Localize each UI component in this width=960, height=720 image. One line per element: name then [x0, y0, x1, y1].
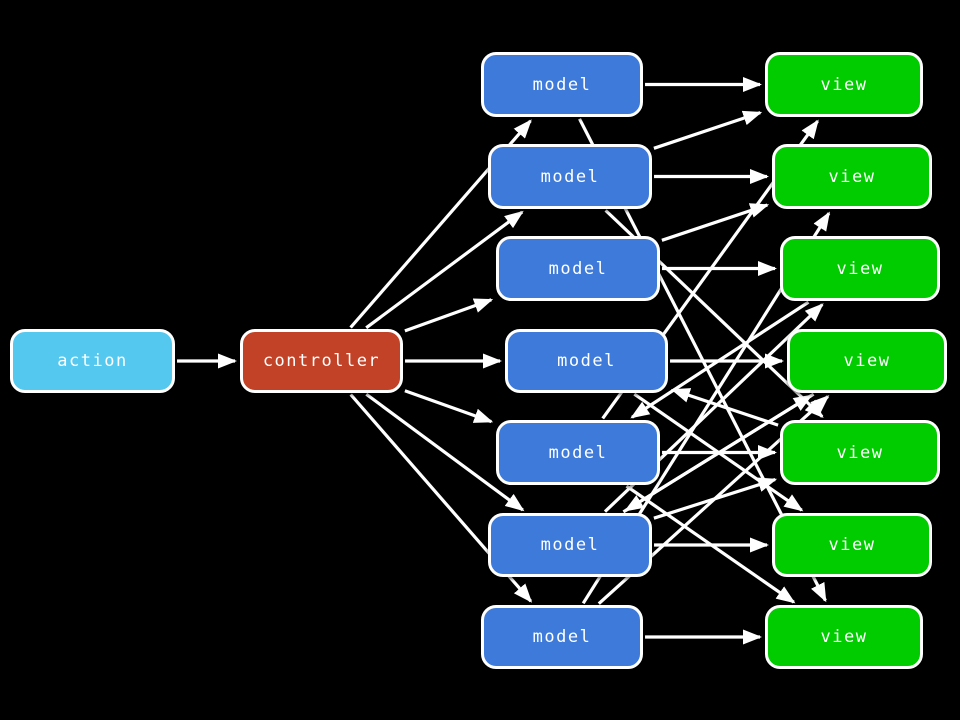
action-node-action: action [10, 329, 175, 393]
model-node-m5: model [496, 420, 660, 485]
arrow-controller-to-m6 [365, 392, 525, 512]
view-node-v4: view [787, 329, 947, 393]
view-node-v2: view [772, 144, 932, 209]
view-label: view [836, 258, 884, 279]
view-node-v7: view [765, 605, 923, 669]
model-label: model [532, 74, 592, 95]
model-node-m6: model [488, 513, 652, 577]
view-node-v5: view [780, 420, 940, 485]
model-node-m2: model [488, 144, 652, 209]
arrow-m2-to-v1 [653, 110, 763, 150]
view-node-v3: view [780, 236, 940, 301]
arrow-controller-to-m2 [365, 210, 524, 330]
arrow-controller-to-m5 [404, 389, 494, 424]
model-node-m1: model [481, 52, 643, 117]
arrow-m5-to-v7 [625, 484, 796, 604]
view-node-v6: view [772, 513, 932, 577]
view-label: view [836, 442, 884, 463]
arrow-m3-to-v2 [661, 203, 770, 242]
arrow-controller-to-m3 [404, 298, 494, 333]
view-label: view [828, 535, 876, 555]
model-label: model [540, 535, 600, 555]
model-node-m7: model [481, 605, 643, 669]
model-node-m3: model [496, 236, 660, 301]
controller-label: controller [262, 351, 381, 371]
arrow-v3-to-m5 [630, 300, 810, 419]
model-label: model [557, 351, 616, 371]
action-label: action [57, 351, 128, 371]
model-node-m4: model [505, 329, 668, 393]
controller-node-controller: controller [240, 329, 403, 393]
arrow-m6-to-v5 [653, 477, 778, 520]
view-label: view [820, 627, 868, 647]
arrow-v5-to-m4 [670, 388, 779, 427]
view-node-v1: view [765, 52, 923, 117]
model-label: model [540, 166, 600, 187]
model-label: model [532, 627, 592, 647]
model-label: model [548, 442, 608, 463]
view-label: view [843, 351, 891, 371]
arrow-v4-to-m6 [624, 392, 815, 512]
model-label: model [548, 258, 608, 279]
view-label: view [820, 74, 868, 95]
view-label: view [828, 166, 876, 187]
